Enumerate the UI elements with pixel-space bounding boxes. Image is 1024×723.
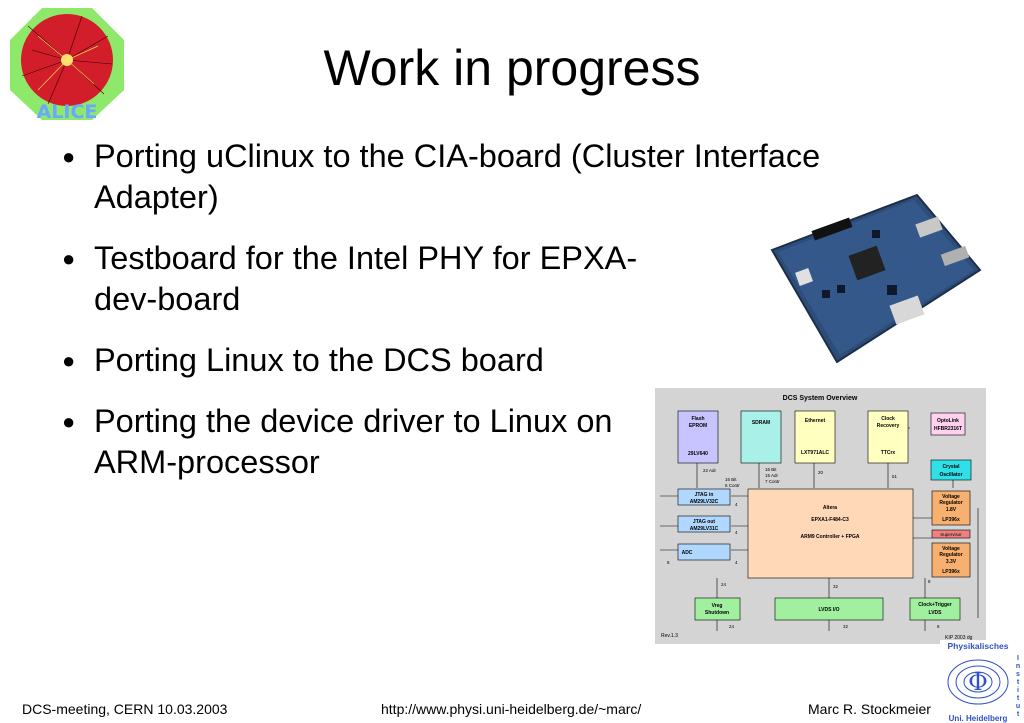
svg-text:61: 61 bbox=[892, 474, 898, 479]
bullet-item: ●Porting uClinux to the CIA-board (Clust… bbox=[62, 138, 821, 215]
svg-text:KIP 2003 dg: KIP 2003 dg bbox=[945, 635, 973, 641]
svg-text:EPXA1-F484-C3: EPXA1-F484-C3 bbox=[811, 517, 849, 523]
svg-text:LXT971ALC: LXT971ALC bbox=[801, 450, 829, 456]
svg-text:Physikalisches: Physikalisches bbox=[948, 641, 1009, 651]
svg-text:EPROM: EPROM bbox=[689, 423, 707, 429]
svg-text:4: 4 bbox=[735, 502, 738, 507]
svg-text:t: t bbox=[1017, 711, 1020, 718]
svg-text:LP396x: LP396x bbox=[942, 517, 960, 523]
bullet-list: ●Porting uClinux to the CIA-board (Clust… bbox=[62, 136, 822, 503]
svg-text:1.8V: 1.8V bbox=[946, 507, 957, 513]
svg-text:OptoLink: OptoLink bbox=[937, 418, 959, 424]
svg-text:16 Bit: 16 Bit bbox=[725, 477, 737, 482]
footer-url: http://www.physi.uni-heidelberg.de/~marc… bbox=[381, 701, 642, 717]
bullet-item: ●Porting Linux to the DCS board bbox=[62, 340, 822, 381]
svg-text:t: t bbox=[1017, 695, 1020, 702]
svg-text:20: 20 bbox=[818, 470, 824, 475]
bullet-dot: ● bbox=[62, 246, 76, 271]
svg-text:ADC: ADC bbox=[682, 550, 693, 556]
svg-text:i: i bbox=[1017, 687, 1019, 694]
svg-text:I: I bbox=[1017, 655, 1019, 662]
svg-text:24: 24 bbox=[729, 624, 735, 629]
svg-text:Voltage: Voltage bbox=[942, 494, 960, 500]
svg-text:Clock: Clock bbox=[881, 416, 895, 422]
svg-text:8: 8 bbox=[937, 624, 940, 629]
bullet-dot: ● bbox=[62, 144, 76, 169]
svg-text:Uni. Heidelberg: Uni. Heidelberg bbox=[949, 714, 1008, 723]
svg-text:Vreg: Vreg bbox=[712, 603, 723, 609]
svg-text:AM29LV32C: AM29LV32C bbox=[690, 499, 719, 505]
bullet-dot: ● bbox=[62, 348, 76, 373]
diagram-title: DCS System Overview bbox=[783, 395, 858, 402]
svg-text:4: 4 bbox=[735, 530, 738, 535]
dcs-system-diagram: DCS System Overview Flash EPROM 29LV640 … bbox=[655, 388, 986, 644]
svg-text:Ethernet: Ethernet bbox=[805, 418, 826, 424]
svg-text:ARM9 Controller + FPGA: ARM9 Controller + FPGA bbox=[800, 534, 859, 540]
svg-text:22 Adr: 22 Adr bbox=[703, 468, 717, 473]
bullet-dot: ● bbox=[62, 409, 76, 434]
svg-text:7 Contr: 7 Contr bbox=[765, 479, 780, 484]
slide-title: Work in progress bbox=[323, 40, 701, 96]
bullet-item: ●Testboard for the Intel PHY for EPXA-de… bbox=[62, 240, 638, 317]
svg-text:32: 32 bbox=[833, 584, 839, 589]
svg-text:16 Bit: 16 Bit bbox=[765, 467, 777, 472]
svg-text:24: 24 bbox=[721, 582, 727, 587]
svg-text:u: u bbox=[1016, 703, 1020, 710]
svg-text:AM29LV31C: AM29LV31C bbox=[690, 526, 719, 532]
svg-text:LVDS: LVDS bbox=[929, 610, 943, 616]
svg-text:s: s bbox=[1016, 671, 1020, 678]
svg-text:Oscillator: Oscillator bbox=[939, 472, 962, 478]
svg-text:Regulator: Regulator bbox=[939, 552, 962, 558]
svg-text:Regulator: Regulator bbox=[939, 500, 962, 506]
svg-text:LVDS I/O: LVDS I/O bbox=[818, 607, 839, 613]
svg-text:Crystal: Crystal bbox=[943, 464, 961, 470]
svg-text:8: 8 bbox=[667, 560, 670, 565]
svg-text:Supervisor: Supervisor bbox=[940, 532, 962, 537]
alice-logo: ALICE bbox=[10, 8, 124, 122]
alice-logo-text: ALICE bbox=[37, 101, 98, 122]
svg-text:Rev.1.3: Rev.1.3 bbox=[661, 633, 678, 639]
svg-text:LP396x: LP396x bbox=[942, 569, 960, 575]
footer-author: Marc R. Stockmeier bbox=[808, 701, 931, 717]
svg-text:Altera: Altera bbox=[823, 505, 837, 511]
bullet-item: ●Porting the device driver to Linux on A… bbox=[62, 403, 613, 480]
svg-text:JTAG out: JTAG out bbox=[693, 519, 715, 525]
footer-left: DCS-meeting, CERN 10.03.2003 bbox=[22, 701, 228, 717]
svg-text:Clock+Trigger: Clock+Trigger bbox=[918, 602, 952, 608]
svg-text:SDRAM: SDRAM bbox=[752, 420, 770, 426]
svg-text:4: 4 bbox=[735, 560, 738, 565]
board-photo bbox=[770, 193, 982, 364]
svg-text:TTCrx: TTCrx bbox=[881, 450, 896, 456]
svg-text:n: n bbox=[1016, 663, 1020, 670]
svg-text:Voltage: Voltage bbox=[942, 546, 960, 552]
svg-text:JTAG in: JTAG in bbox=[695, 492, 714, 498]
svg-text:t: t bbox=[1017, 679, 1020, 686]
svg-text:8: 8 bbox=[928, 579, 931, 584]
svg-text:3.3V: 3.3V bbox=[946, 559, 957, 565]
svg-text:Φ: Φ bbox=[968, 668, 988, 696]
svg-text:6 Contr: 6 Contr bbox=[725, 483, 740, 488]
svg-text:32: 32 bbox=[843, 624, 849, 629]
svg-text:Flash: Flash bbox=[691, 416, 704, 422]
physikalisches-institut-seal: Physikalisches Φ Ins tit ut Uni. Heidelb… bbox=[940, 640, 1024, 723]
svg-text:29LV640: 29LV640 bbox=[688, 451, 708, 457]
svg-text:Recovery: Recovery bbox=[877, 423, 900, 429]
svg-text:15 Adr: 15 Adr bbox=[765, 473, 779, 478]
svg-text:Shutdown: Shutdown bbox=[705, 610, 729, 616]
svg-text:HFBR2316T: HFBR2316T bbox=[934, 426, 962, 432]
